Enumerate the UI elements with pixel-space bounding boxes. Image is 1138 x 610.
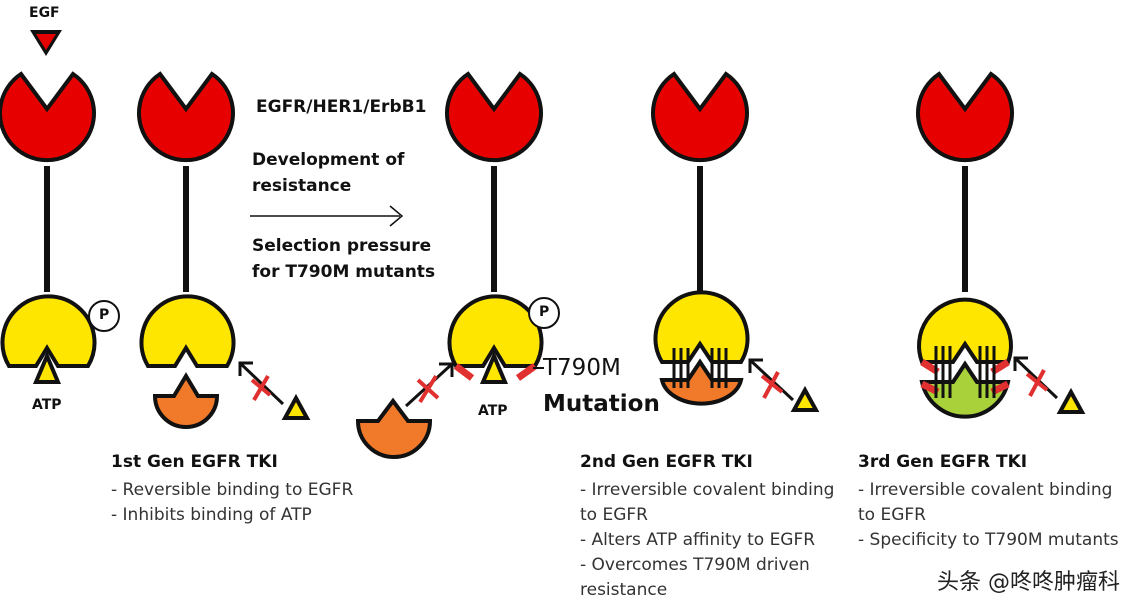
second-gen-title: 2nd Gen EGFR TKI	[580, 452, 753, 472]
second-gen-line: - Overcomes T790M driven	[580, 555, 810, 575]
development-line-1: Development of	[252, 150, 405, 170]
atp-molecule-3	[479, 350, 509, 384]
development-line-2: resistance	[252, 176, 352, 196]
first-gen-inhibitor	[152, 372, 220, 429]
egfr-receptor-2	[137, 71, 236, 368]
third-gen-line: to EGFR	[858, 505, 926, 525]
second-gen-line: - Alters ATP affinity to EGFR	[580, 530, 816, 550]
atp-molecule-2	[281, 393, 311, 420]
egfr-receptor-1	[0, 71, 97, 368]
phosphate-circle-1	[88, 300, 120, 332]
blocked-arrow-3	[748, 358, 795, 402]
selection-line-2: for T790M mutants	[252, 262, 436, 282]
second-gen-line: resistance	[580, 580, 668, 600]
third-gen-title: 3rd Gen EGFR TKI	[858, 452, 1028, 472]
selection-line-1: Selection pressure	[252, 236, 432, 256]
development-arrow	[250, 205, 404, 227]
blocked-arrow-2	[404, 362, 454, 408]
second-gen-line: to EGFR	[580, 505, 648, 525]
displaced-first-gen-inhibitor	[355, 397, 433, 459]
third-gen-inhibitor	[919, 346, 1011, 419]
first-gen-title: 1st Gen EGFR TKI	[111, 452, 278, 472]
egfr-receptor-3-t790m	[445, 71, 544, 381]
atp-label-1: ATP	[32, 397, 62, 413]
atp-molecule-1	[32, 350, 62, 384]
egf-label: EGF	[29, 5, 60, 21]
blocked-arrow-4	[1013, 356, 1059, 400]
blocked-arrow-1	[238, 361, 285, 406]
atp-label-2: ATP	[478, 403, 508, 419]
egfr-receptor-5	[916, 71, 1014, 364]
atp-molecule-5	[1056, 387, 1086, 414]
egf-ligand	[30, 30, 62, 56]
t790m-label: T790M	[543, 355, 621, 381]
mutation-label: Mutation	[543, 391, 660, 417]
third-gen-block: 3rd Gen EGFR TKI - Irreversible covalent…	[858, 452, 1119, 553]
atp-molecule-4	[790, 385, 820, 412]
second-gen-inhibitor	[659, 348, 744, 406]
first-gen-block: 1st Gen EGFR TKI - Reversible binding to…	[111, 452, 353, 528]
third-gen-line: - Specificity to T790M mutants	[858, 530, 1119, 550]
egfr-receptor-4	[651, 71, 750, 364]
watermark: 头条 @咚咚肿瘤科	[937, 570, 1120, 595]
phosphate-label-2: P	[539, 304, 550, 320]
first-gen-line: - Inhibits binding of ATP	[111, 505, 312, 525]
first-gen-line: - Reversible binding to EGFR	[111, 480, 354, 500]
phosphate-label-1: P	[99, 307, 110, 323]
phosphate-circle-2	[528, 297, 560, 329]
third-gen-line: - Irreversible covalent binding	[858, 480, 1113, 500]
receptor-label: EGFR/HER1/ErbB1	[256, 97, 427, 117]
second-gen-block: 2nd Gen EGFR TKI - Irreversible covalent…	[580, 452, 834, 603]
second-gen-line: - Irreversible covalent binding	[580, 480, 835, 500]
